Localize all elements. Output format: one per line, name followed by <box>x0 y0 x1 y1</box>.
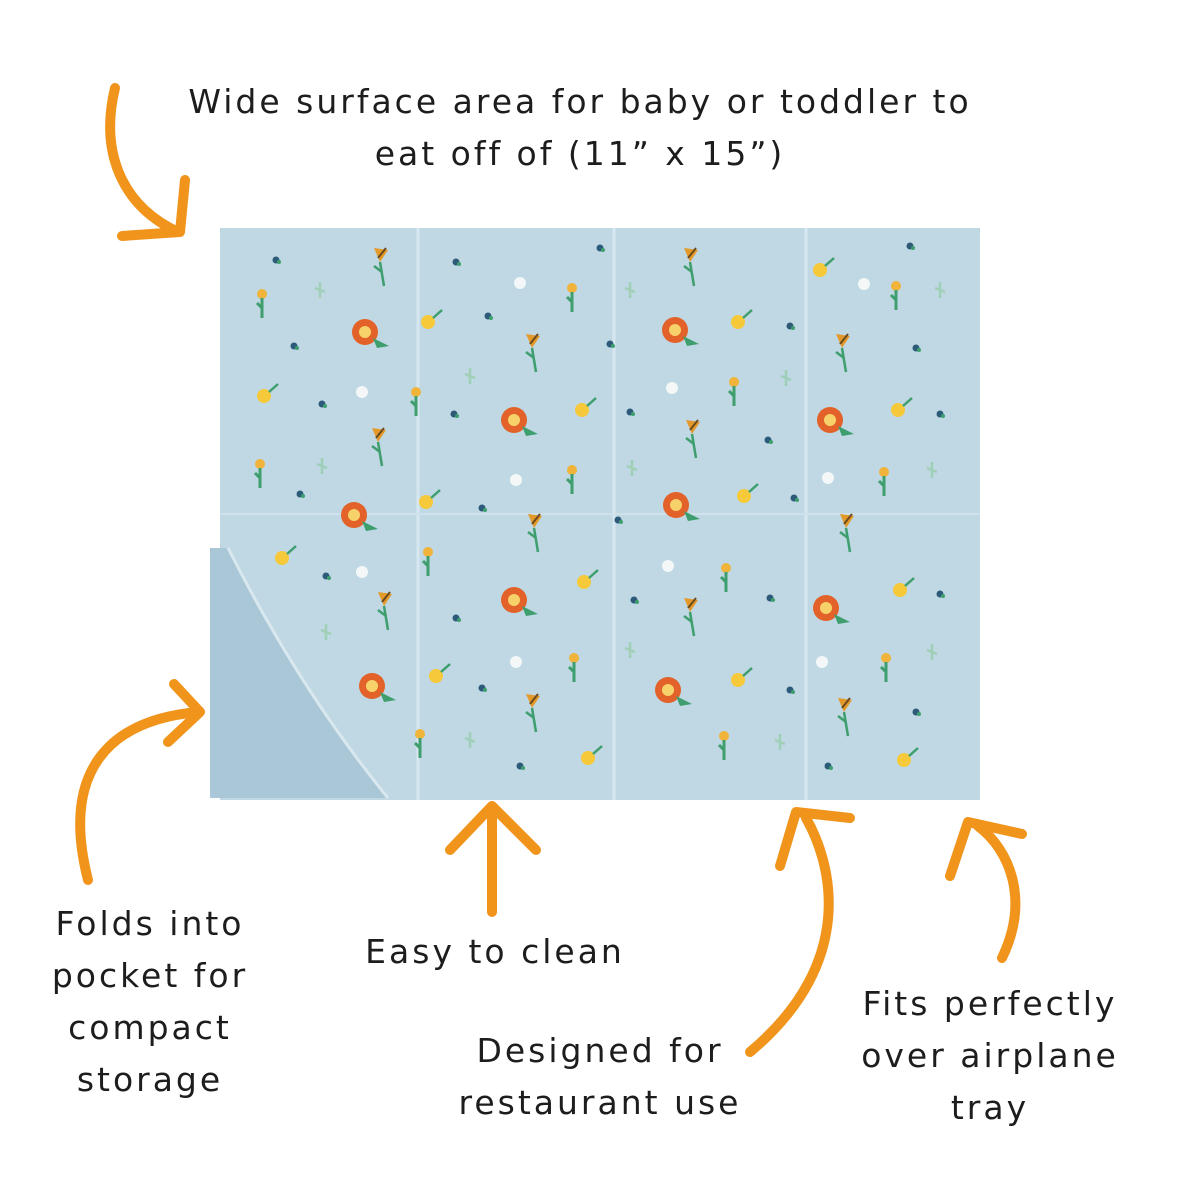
curved-arrow-icon <box>745 807 855 1057</box>
callout-wide-surface: Wide surface area for baby or toddler to… <box>150 76 1010 180</box>
callout-line: Fits perfectly <box>862 984 1118 1023</box>
curved-arrow-icon <box>945 817 1027 963</box>
pocket-fold <box>210 548 388 798</box>
callout-line: tray <box>950 1088 1030 1127</box>
callout-line: restaurant use <box>458 1083 742 1122</box>
curved-arrow-icon <box>75 679 205 885</box>
callout-restaurant-use: Designed for restaurant use <box>430 1025 770 1129</box>
callout-line: Folds into <box>55 904 245 943</box>
callout-easy-to-clean: Easy to clean <box>340 926 650 978</box>
curved-arrow-icon <box>105 83 190 241</box>
callout-line: Easy to clean <box>365 932 625 971</box>
callout-line: storage <box>76 1060 224 1099</box>
callout-airplane-tray: Fits perfectly over airplane tray <box>830 978 1150 1134</box>
callout-folds-into-pocket: Folds into pocket for compact storage <box>20 898 280 1106</box>
callout-line: eat off of (11” x 15”) <box>374 134 786 173</box>
curved-arrow-icon <box>445 801 541 917</box>
callout-line: over airplane <box>861 1036 1119 1075</box>
callout-line: Designed for <box>476 1031 724 1070</box>
callout-line: Wide surface area for baby or toddler to <box>188 82 972 121</box>
callout-line: pocket for <box>51 956 249 995</box>
callout-line: compact <box>68 1008 232 1047</box>
